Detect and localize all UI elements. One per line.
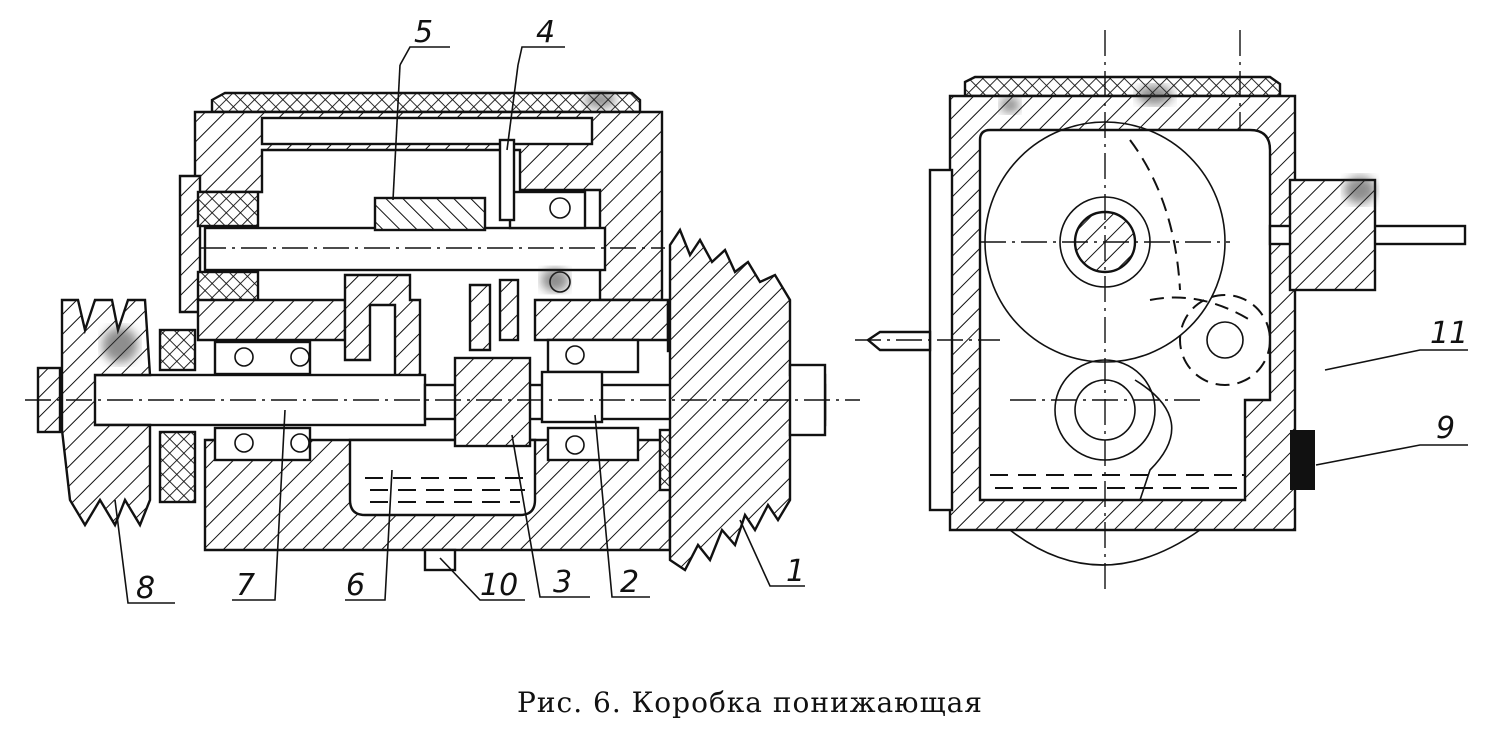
bearing-right-top [546, 338, 640, 374]
seal-left-bottom [158, 430, 197, 504]
shift-fork-3 [468, 283, 492, 352]
end-cover [963, 75, 1282, 98]
upper-bearing-right [508, 190, 587, 230]
gear-5 [373, 196, 487, 232]
lower-gear-outline [1134, 379, 1173, 501]
longitudinal-section-view [25, 91, 860, 572]
lower-gear-arc [1009, 529, 1201, 566]
idler-gear [1179, 294, 1271, 386]
top-cover [210, 91, 642, 114]
fork-rod [498, 278, 520, 342]
callout-1: 1 [786, 554, 805, 589]
callout-10: 10 [480, 568, 518, 603]
callout-3: 3 [553, 565, 572, 600]
callout-4: 4 [536, 15, 555, 50]
upper-shaft-bearing-left [196, 190, 260, 228]
shift-lever-4 [498, 138, 516, 222]
callouts: 5 4 8 7 6 10 3 2 1 11 9 [114, 15, 1468, 606]
upper-shaft [203, 226, 607, 272]
figure-caption: Рис. 6. Коробка понижающая [517, 686, 983, 719]
gear-3 [453, 356, 532, 448]
transverse-section-view [855, 30, 1467, 590]
housing-middle [196, 298, 347, 342]
callout-2: 2 [620, 565, 639, 600]
oil-sump [348, 438, 537, 517]
callout-8: 8 [136, 571, 155, 606]
end-housing-cavity [978, 128, 1272, 502]
bearing-left-top [213, 340, 312, 376]
upper-chamber [260, 116, 594, 146]
housing-middle-right [533, 298, 670, 342]
callout-9: 9 [1436, 411, 1455, 446]
callout-7: 7 [236, 568, 255, 603]
output-hub [540, 370, 604, 424]
bearing-left-bottom [213, 426, 312, 462]
callout-6: 6 [346, 568, 365, 603]
oil-plug-9 [1290, 430, 1315, 490]
callout-11: 11 [1430, 316, 1468, 351]
locating-pin [865, 330, 932, 352]
bearing-right-bottom [546, 426, 640, 462]
upper-shaft-bearing-left-low [196, 270, 260, 304]
seal-left [158, 328, 197, 372]
callout-5: 5 [414, 15, 433, 50]
drain-plug-10 [423, 548, 457, 572]
